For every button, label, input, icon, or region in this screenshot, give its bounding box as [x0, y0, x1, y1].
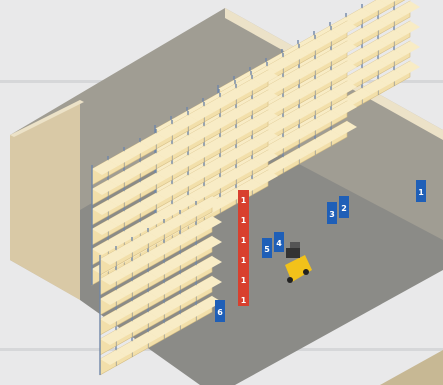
aisle-sign-2: 2 [339, 196, 349, 218]
aisle-label-2: 2 [341, 204, 347, 213]
aisle-sign-3: 3 [327, 202, 337, 224]
aisle-sign-5: 5 [262, 238, 272, 258]
aisle-sign-6: 6 [215, 300, 225, 322]
aisle-label-6: 6 [217, 308, 223, 317]
aisle-label-1: 1 [418, 188, 424, 197]
red-marker-label-5: 1 [241, 276, 247, 285]
aisle-label-3: 3 [329, 210, 335, 219]
red-marker-label-4: 1 [241, 256, 247, 265]
aisle-label-5: 5 [264, 245, 270, 254]
red-marker-label-6: 1 [241, 296, 247, 305]
red-marker-label-1: 1 [241, 196, 247, 205]
red-marker-column: 1 1 1 1 1 1 [238, 190, 249, 306]
aisle-sign-4: 4 [274, 232, 284, 252]
red-marker-label-2: 1 [241, 216, 247, 225]
red-marker-strip [238, 190, 249, 306]
aisle-label-4: 4 [276, 239, 282, 248]
aisle-sign-1: 1 [416, 180, 426, 202]
red-marker-label-3: 1 [241, 236, 247, 245]
